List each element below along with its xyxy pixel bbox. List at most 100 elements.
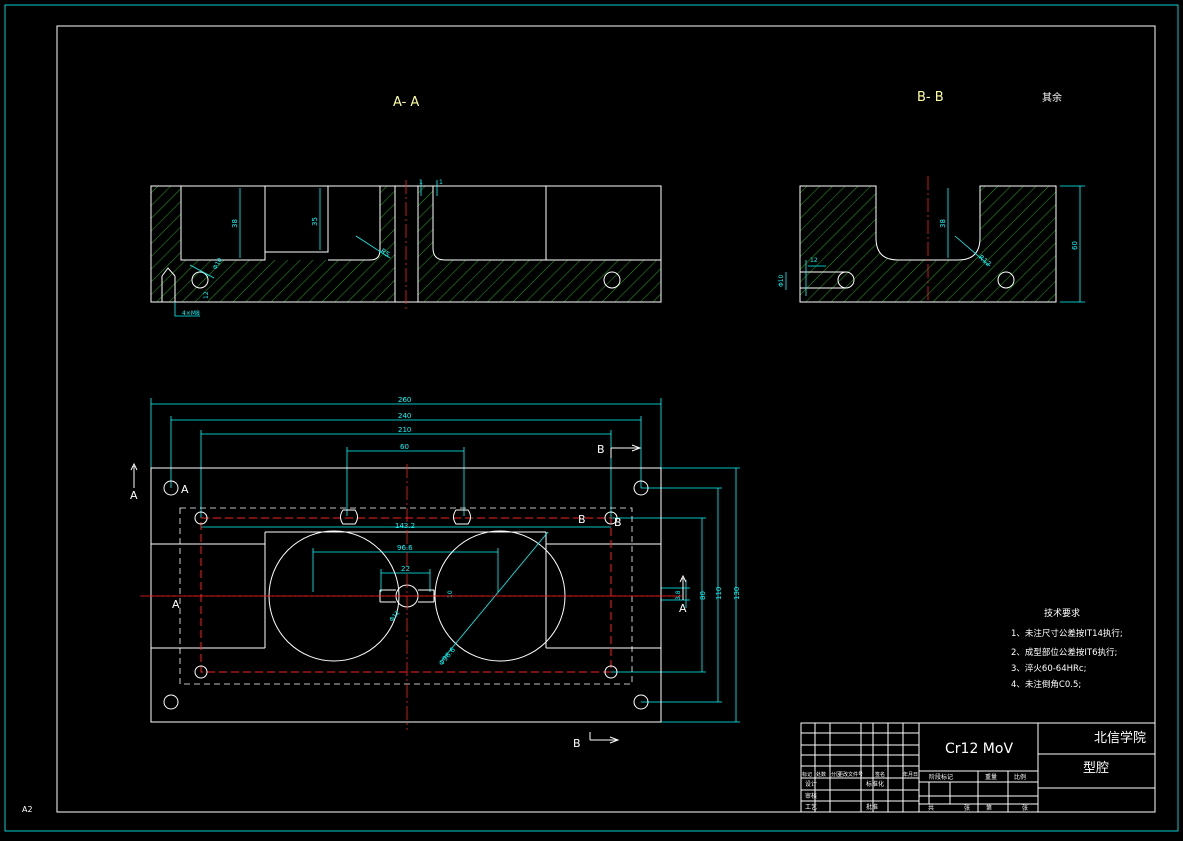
dim-plan-small10: 10 (447, 590, 454, 598)
roughness-note: 其余 (1042, 91, 1062, 104)
tb-label-designer: 设计 (805, 780, 817, 788)
tb-label-standardize: 标准化 (866, 780, 884, 788)
section-aa-thread-hole (161, 267, 176, 302)
plan-pin-tl (194, 511, 208, 525)
tech-req-item-1: 1、未注尺寸公差按IT14执行; (1011, 628, 1123, 639)
section-bb-view: B- B 其余 12 Φ10 38 R12 60 (778, 90, 1085, 303)
dim-aa-thread: 4×M8 (182, 310, 200, 317)
tb-label-count: 处数 (816, 771, 826, 778)
title-material: Cr12 MoV (945, 741, 1013, 757)
dim-aa-35: 35 (311, 217, 319, 226)
plan-pin-tr (604, 511, 618, 525)
plan-hole-tl (163, 480, 179, 496)
dim-plan-side-small: 3.8 (675, 590, 682, 600)
plan-slot-left (340, 509, 358, 525)
dim-plan-60: 60 (400, 443, 409, 451)
section-mark-a-3: A (172, 598, 180, 611)
title-part-name: 型腔 (1083, 761, 1109, 776)
section-bb-hole-left (837, 271, 855, 289)
tb-label-total: 共 (928, 804, 934, 812)
plan-hole-br (633, 694, 649, 710)
plan-pin-bl (194, 665, 208, 679)
tb-label-zone: 分区 (831, 771, 841, 778)
dim-plan-110: 110 (715, 587, 723, 600)
tb-label-signature: 签名 (875, 771, 885, 778)
dim-aa-radius: R5 (379, 247, 391, 259)
tb-label-process: 工艺 (805, 803, 817, 811)
title-block: Cr12 MoV 北信学院 型腔 标记 处数 分区 更改文件号 签名 年月日 设… (800, 722, 1156, 813)
dim-plan-260: 260 (398, 396, 411, 404)
section-aa-hole-left (191, 271, 209, 289)
section-aa-dim-lines (174, 180, 438, 317)
dim-plan-130: 130 (733, 587, 741, 600)
plan-red-dashed-rect (200, 517, 612, 673)
title-school: 北信学院 (1094, 730, 1146, 746)
dim-bb-depth: 38 (939, 219, 947, 228)
section-b-arrows (589, 444, 642, 744)
tb-label-sheets: 张 (964, 804, 970, 812)
plan-side-slots (151, 531, 661, 649)
plan-hole-bl (163, 694, 179, 710)
section-a-arrows (130, 462, 687, 600)
plan-runner (379, 589, 435, 603)
dim-aa-38: 38 (231, 219, 239, 228)
plan-dim-lines-top (150, 398, 662, 592)
plan-pin-br (604, 665, 618, 679)
tech-req-item-3: 3、淬火60-64HRc; (1011, 663, 1086, 674)
technical-requirements: 技术要求 1、未注尺寸公差按IT14执行; 2、成型部位公差按IT6执行; 3、… (1011, 607, 1123, 690)
dim-aa-top1: 1 (419, 179, 423, 186)
plan-hole-tr (633, 480, 649, 496)
section-bb-outline (799, 185, 1057, 303)
dim-plan-dia96: Φ96.6 (437, 646, 457, 668)
dim-plan-210: 210 (398, 426, 411, 434)
tb-label-sheet-no: 第 (986, 804, 992, 812)
dim-plan-240: 240 (398, 412, 411, 420)
section-bb-hole-right (997, 271, 1015, 289)
tb-label-approve: 批准 (866, 803, 878, 811)
tb-label-scale: 比例 (1014, 773, 1026, 781)
section-aa-view: A- A 38 35 R5 1 1 12 Φ10 4×M8 (150, 95, 662, 317)
sheet-size-label: A2 (22, 805, 33, 814)
tb-label-date: 年月日 (903, 771, 918, 778)
section-bb-hatch (800, 186, 1056, 302)
tb-label-mark: 标记 (802, 771, 812, 778)
section-bb-side-hole (800, 271, 846, 289)
section-mark-a-1: A (130, 489, 138, 502)
dim-plan-22: 22 (401, 565, 410, 573)
dim-aa-top2: 1 (439, 179, 443, 186)
dim-plan-dia12: Φ12 (388, 609, 401, 623)
section-mark-b-4: B (573, 737, 581, 750)
section-bb-dim-lines (785, 185, 1085, 303)
tech-req-heading: 技术要求 (1044, 607, 1080, 619)
tech-req-item-2: 2、成型部位公差按IT6执行; (1011, 647, 1117, 658)
dim-bb-12: 12 (810, 257, 818, 264)
section-bb-title: B- B (917, 90, 944, 105)
tb-label-sheet-unit: 张 (1022, 804, 1028, 812)
plan-view: 260 240 210 60 143.2 96.6 22 130 110 80 … (130, 396, 741, 750)
section-mark-b-3: B (614, 516, 622, 529)
section-aa-hole-right (603, 271, 621, 289)
title-block-left-grid (801, 723, 920, 812)
inner-frame-border (56, 25, 1156, 813)
dim-plan-1432: 143.2 (395, 522, 415, 530)
outer-sheet-border (4, 4, 1179, 832)
tb-label-stage: 阶段标记 (929, 773, 953, 781)
dim-aa-small1: 12 (203, 291, 210, 299)
dim-plan-80: 80 (699, 591, 707, 600)
section-mark-b-2: B (578, 513, 586, 526)
section-aa-title: A- A (393, 95, 419, 110)
section-mark-a-2: A (181, 483, 189, 496)
dim-bb-dia: Φ10 (778, 274, 785, 287)
section-aa-hatch (151, 186, 661, 302)
plan-outline (150, 467, 662, 723)
dim-plan-966: 96.6 (397, 544, 413, 552)
section-aa-pockets (180, 186, 661, 302)
tech-req-item-4: 4、未注倒角C0.5; (1011, 679, 1081, 690)
tb-label-weight: 重量 (985, 773, 997, 781)
tb-label-change-doc: 更改文件号 (838, 771, 863, 778)
section-mark-a-4: A (679, 602, 687, 615)
tb-label-review: 审核 (805, 792, 817, 800)
section-mark-b-1: B (597, 443, 605, 456)
dim-bb-height: 60 (1071, 241, 1079, 250)
